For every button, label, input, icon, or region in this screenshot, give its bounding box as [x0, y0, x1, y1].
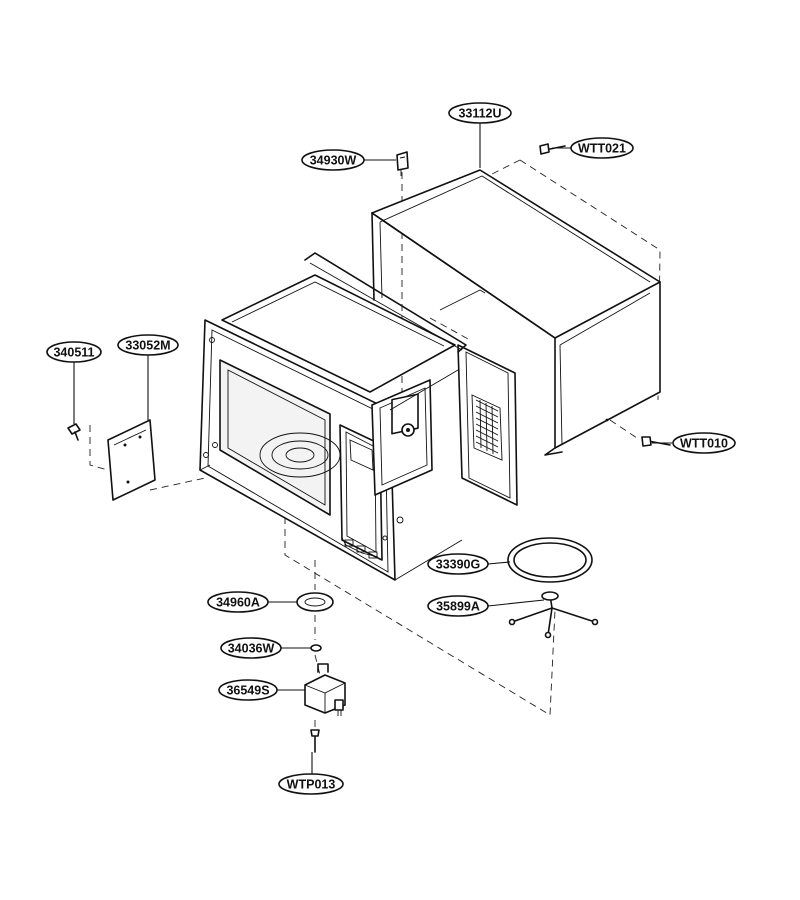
- part-34930w-clip: [396, 151, 409, 176]
- callout-label: WTP013: [287, 778, 336, 792]
- callout-36549s: 36549S: [218, 679, 305, 701]
- callout-wtt021: WTT021: [552, 137, 634, 159]
- roller-support-35899a: [508, 591, 599, 639]
- callout-label: 35899A: [436, 600, 480, 614]
- callout-label: 33112U: [458, 107, 501, 121]
- callout-label: 34036W: [228, 642, 275, 656]
- screw-wtt021: [539, 143, 566, 155]
- callout-34036w: 34036W: [220, 637, 311, 659]
- motor-36549s: [304, 663, 346, 716]
- callout-label: WTT010: [680, 437, 728, 451]
- callout-33052m: 33052M: [117, 334, 179, 420]
- callout-label: 34930W: [310, 154, 357, 168]
- callout-label: 34960A: [216, 596, 260, 610]
- screw-340511: [67, 423, 81, 441]
- callout-label: 33052M: [125, 339, 170, 353]
- vent-grille: [471, 394, 503, 461]
- callout-label: 33390G: [436, 558, 480, 572]
- outer-cabinet-part: [371, 169, 661, 456]
- callout-wtp013: WTP013: [278, 752, 344, 795]
- glass-tray-33390g: [507, 537, 593, 583]
- washer-34036w: [310, 644, 322, 652]
- screw-wtt010: [641, 436, 671, 447]
- callout-34930w: 34930W: [301, 149, 396, 171]
- oven-cavity-assembly: [199, 252, 518, 581]
- screw-wtp013: [310, 729, 320, 753]
- callout-label: WTT021: [578, 142, 626, 156]
- coupler-34960a: [296, 592, 334, 612]
- callout-340511: 340511: [46, 341, 102, 424]
- callout-35899a: 35899A: [427, 595, 545, 617]
- callout-label: 36549S: [226, 684, 269, 698]
- callout-label: 340511: [53, 346, 94, 360]
- callout-33390g: 33390G: [427, 553, 511, 575]
- callout-labels: 33112U WTT021 34930W 340511 33052M: [46, 102, 736, 795]
- callout-33112u: 33112U: [448, 102, 512, 168]
- callout-wtt010: WTT010: [652, 432, 736, 454]
- cover-plate-33052m: [107, 419, 156, 501]
- callout-34960a: 34960A: [207, 591, 297, 613]
